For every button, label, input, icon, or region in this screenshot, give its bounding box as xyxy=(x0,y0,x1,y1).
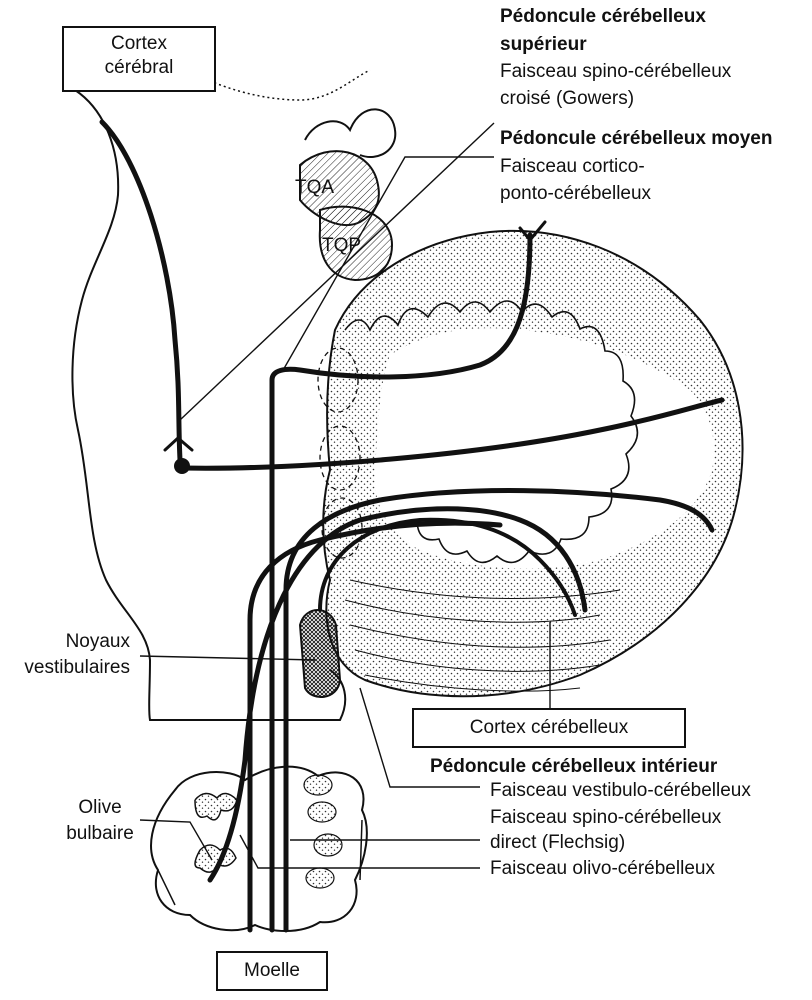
fibre-tracts xyxy=(99,119,725,933)
superior-peduncle-tract-2: croisé (Gowers) xyxy=(500,88,635,109)
tract-dot-b xyxy=(307,801,337,823)
vestibular-nuclei xyxy=(298,609,342,698)
superior-peduncle-tract-1: Faisceau spino-cérébelleux xyxy=(500,61,732,82)
gowers-branch xyxy=(518,220,547,243)
pontine-nucleus-dot xyxy=(174,458,190,474)
leader-olivo xyxy=(239,834,480,869)
olivo-fibre xyxy=(207,506,588,883)
inferior-tract-vestibulo: Faisceau vestibulo-cérébelleux xyxy=(490,780,751,801)
inferior-peduncle-title: Pédoncule cérébelleux intérieur xyxy=(430,756,718,777)
moelle-box: Moelle xyxy=(216,951,328,991)
cerebellum-lamellae xyxy=(344,579,621,692)
inferior-tract-spino-1: Faisceau spino-cérébelleux xyxy=(490,807,722,828)
middle-peduncle-tract-1: Faisceau cortico- xyxy=(500,156,645,177)
middle-peduncle-tract-2: ponto-cérébelleux xyxy=(500,183,652,204)
superior-peduncle-title-1: Pédoncule cérébelleux xyxy=(500,6,706,27)
leader-vestibular xyxy=(139,655,316,661)
vestibulo-fibre xyxy=(247,520,503,933)
tqp-label: TQP xyxy=(322,235,362,256)
leader-olive xyxy=(139,819,213,861)
cortex-cerebelleux-label: Cortex cérébelleux xyxy=(469,717,629,738)
leader-lines xyxy=(139,122,551,869)
pontocerebellar-fibre xyxy=(179,397,725,471)
gowers-fibre xyxy=(269,232,533,933)
cortex-cerebral-box: Cortex cérébral xyxy=(62,26,216,92)
cortex-cerebral-line-1: Cortex xyxy=(111,33,167,54)
cortex-cerebral-line-2: cérébral xyxy=(104,57,174,78)
leader-inferior xyxy=(359,687,480,788)
tract-dot-d xyxy=(305,867,335,889)
inferior-tract-spino-2: direct (Flechsig) xyxy=(490,832,626,853)
superior-peduncle-title-2: supérieur xyxy=(500,34,587,55)
tqa-label: TQA xyxy=(295,177,335,198)
tract-dot-c xyxy=(313,833,343,857)
pontine-fork xyxy=(163,435,194,452)
leader-middle xyxy=(281,156,494,373)
moelle-label: Moelle xyxy=(244,960,300,981)
medulla-depth-edge xyxy=(157,819,363,906)
olive-bulbaire-label-2: bulbaire xyxy=(66,823,134,844)
cortex-cerebelleux-box: Cortex cérébelleux xyxy=(412,708,686,748)
tract-dot-a xyxy=(303,774,333,796)
noyaux-vestibulaires-label-1: Noyaux xyxy=(65,631,130,652)
cerebellum-folia xyxy=(344,300,639,564)
pineal-curl xyxy=(304,108,397,158)
peduncle-oval-upper xyxy=(317,347,359,413)
middle-peduncle-title: Pédoncule cérébelleux moyen xyxy=(500,128,773,149)
peduncle-oval-middle xyxy=(319,425,361,491)
brainstem-outline xyxy=(71,89,347,721)
peduncle-oval-lower xyxy=(321,497,363,559)
inferior-tract-olivo: Faisceau olivo-cérébelleux xyxy=(490,858,715,879)
leader-superior xyxy=(179,122,495,421)
flechsig-fibre xyxy=(283,488,715,933)
corticopontine-fibre xyxy=(99,119,183,463)
olive-bulbaire-label-1: Olive xyxy=(78,797,122,818)
inner-fibre xyxy=(318,517,577,617)
noyaux-vestibulaires-label-2: vestibulaires xyxy=(24,657,130,678)
